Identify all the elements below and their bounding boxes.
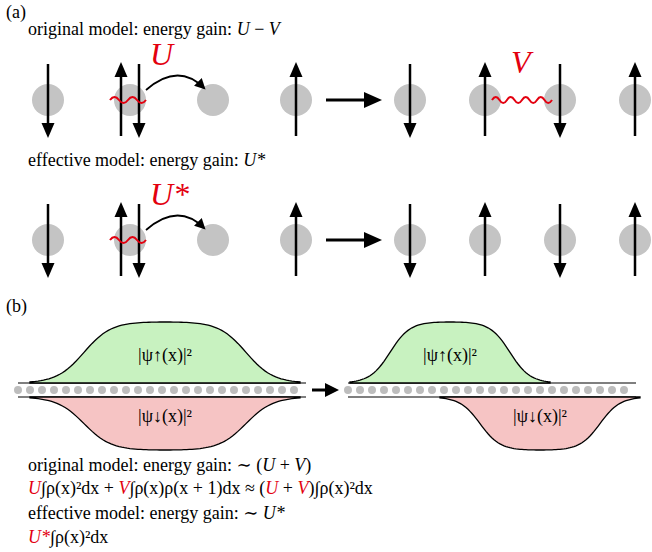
text-label: (b) bbox=[6, 296, 27, 317]
interaction-symbol: U* bbox=[150, 176, 189, 212]
text-run: ∫ρ(x)²dx + bbox=[41, 478, 118, 498]
wavefunction-density: |ψ↓(x)|² bbox=[30, 397, 300, 452]
text-run: + bbox=[275, 455, 294, 475]
interaction-symbol: U bbox=[150, 36, 173, 72]
math-variable: U bbox=[28, 478, 41, 498]
text-run: (b) bbox=[6, 296, 27, 316]
caption-text: (b) bbox=[6, 296, 27, 316]
text-label: original model: energy gain: ∼ (U + V) bbox=[28, 455, 311, 476]
lattice-dots bbox=[18, 386, 306, 394]
density-label: |ψ↓(x)|² bbox=[513, 407, 567, 427]
density-curve bbox=[30, 397, 300, 450]
text-run: ∫ρ(x)²dx bbox=[50, 527, 108, 547]
text-run: )∫ρ(x)²dx bbox=[309, 478, 373, 498]
math-variable: U bbox=[265, 478, 278, 498]
math-variable: V bbox=[118, 478, 129, 498]
math-variable: U* bbox=[28, 527, 50, 547]
text-label: U* bbox=[150, 178, 189, 210]
density-curve bbox=[350, 322, 550, 383]
initial-configuration bbox=[32, 62, 382, 138]
math-variable: V bbox=[298, 478, 309, 498]
final-configuration bbox=[394, 202, 651, 278]
wavefunction-density: |ψ↓(x)|² bbox=[440, 397, 640, 452]
caption-text: (a) bbox=[6, 2, 26, 22]
math-variable: U bbox=[262, 455, 275, 475]
text-run: ) bbox=[305, 455, 311, 475]
interaction-symbol: V bbox=[511, 44, 531, 80]
density-curve bbox=[440, 397, 640, 450]
math-variable: V bbox=[294, 455, 305, 475]
caption-text: effective model: energy gain: ∼ U* bbox=[28, 503, 285, 523]
transition-arrow-head bbox=[325, 383, 339, 397]
density-curve bbox=[30, 322, 300, 383]
math-variable: U* bbox=[243, 150, 265, 170]
density-label: |ψ↑(x)|² bbox=[423, 346, 477, 366]
density-label: |ψ↓(x)|² bbox=[138, 407, 192, 427]
caption-text: original model: energy gain: ∼ (U + V) bbox=[28, 455, 311, 475]
math-variable: V bbox=[511, 44, 531, 80]
math-variable: U* bbox=[263, 503, 285, 523]
text-run: original model: energy gain: ∼ ( bbox=[28, 455, 262, 475]
math-variable: U bbox=[150, 36, 173, 72]
math-variable: U* bbox=[150, 176, 189, 212]
caption-text: U∫ρ(x)²dx + V∫ρ(x)ρ(x + 1)dx ≈ (U + V)∫ρ… bbox=[28, 478, 373, 498]
interaction-wave bbox=[492, 97, 552, 103]
text-run: − bbox=[250, 19, 269, 39]
text-label: effective model: energy gain: U* bbox=[28, 150, 265, 171]
text-run: effective model: energy gain: bbox=[28, 150, 243, 170]
text-label: U bbox=[150, 38, 173, 70]
text-label: V bbox=[511, 46, 531, 78]
text-run: effective model: energy gain: ∼ bbox=[28, 503, 263, 523]
caption-text: U*∫ρ(x)²dx bbox=[28, 527, 108, 547]
text-run: + bbox=[278, 478, 297, 498]
wavefunction-density: |ψ↑(x)|² bbox=[350, 320, 550, 383]
text-label: U*∫ρ(x)²dx bbox=[28, 527, 108, 548]
initial-configuration bbox=[32, 202, 382, 278]
math-variable: V bbox=[269, 19, 280, 39]
lattice-dots bbox=[348, 386, 636, 394]
wavefunction-density: |ψ↑(x)|² bbox=[30, 320, 300, 383]
caption-text: effective model: energy gain: U* bbox=[28, 150, 265, 170]
transition-arrow bbox=[312, 389, 326, 392]
text-label: (a) bbox=[6, 2, 26, 23]
text-run: ∫ρ(x)ρ(x + 1)dx ≈ ( bbox=[129, 478, 265, 498]
text-label: effective model: energy gain: ∼ U* bbox=[28, 503, 285, 524]
text-run: original model: energy gain: bbox=[28, 19, 237, 39]
density-label: |ψ↑(x)|² bbox=[138, 346, 192, 366]
math-variable: U bbox=[237, 19, 250, 39]
text-label: U∫ρ(x)²dx + V∫ρ(x)ρ(x + 1)dx ≈ (U + V)∫ρ… bbox=[28, 478, 373, 499]
text-run: (a) bbox=[6, 2, 26, 22]
